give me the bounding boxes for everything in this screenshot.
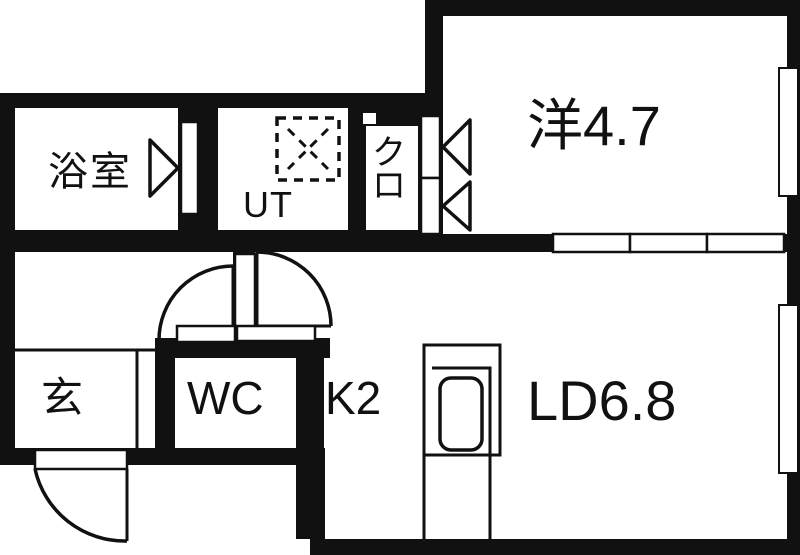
wall-closet-top: [366, 108, 418, 126]
wall-under-wetzone: [0, 230, 348, 252]
closet-folding-door-lower[interactable]: [419, 176, 472, 236]
bathroom-folding-door[interactable]: [148, 120, 200, 216]
wall-wc-left: [155, 338, 175, 448]
room-label-entrance: 玄: [41, 374, 84, 421]
wall-ut-closet: [348, 93, 366, 248]
genkan-step: [15, 348, 172, 448]
room-label-living-dining: LD6.8: [527, 369, 677, 432]
pipe-shaft-icon: [363, 113, 376, 124]
room-label-toilet: WC: [187, 372, 264, 424]
room-closet-floor: [366, 124, 418, 230]
entrance-hinged-door[interactable]: [33, 448, 129, 543]
sliding-doors-partition[interactable]: [551, 232, 786, 254]
room-label-closet-char-1: ク: [372, 134, 406, 172]
kitchen-counter: [422, 343, 502, 539]
room-label-kitchen: K2: [325, 372, 382, 424]
kitchen-sink-icon: [438, 376, 484, 452]
room-entrance-floor: [15, 348, 137, 448]
room-label-bathroom: 浴室: [48, 150, 132, 194]
utility-hinged-door[interactable]: [157, 252, 257, 344]
wall-wc-right: [296, 338, 324, 448]
room-label-utility: UT: [243, 184, 293, 225]
washing-machine-space-icon: [275, 116, 341, 182]
room-label-closet: ク ロ: [372, 134, 406, 206]
room-toilet-floor: [178, 355, 296, 448]
room-label-closet-char-2: ロ: [372, 167, 406, 206]
room-western-floor: [443, 16, 787, 234]
closet-folding-door-upper[interactable]: [419, 114, 472, 180]
window-western-right: [778, 67, 799, 197]
window-ld-right: [778, 304, 799, 474]
toilet-hinged-door[interactable]: [235, 250, 333, 343]
windows: [778, 67, 799, 474]
wall-kitchen-left: [296, 448, 324, 539]
room-label-western: 洋4.7: [527, 94, 661, 157]
